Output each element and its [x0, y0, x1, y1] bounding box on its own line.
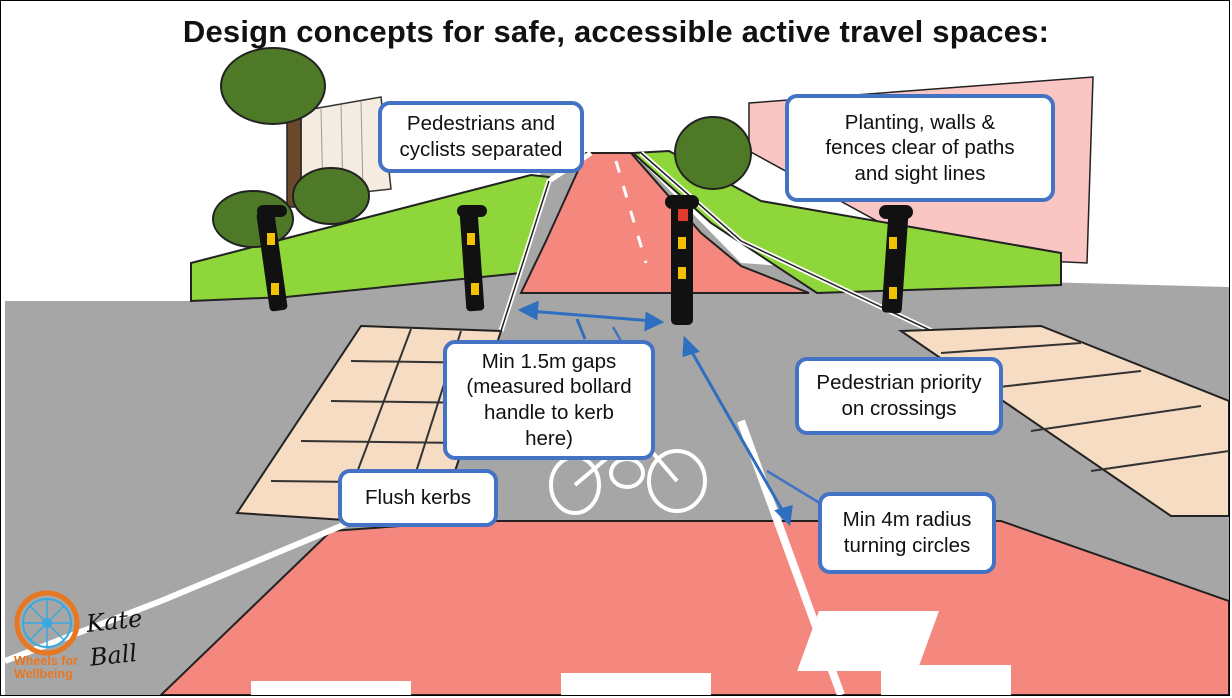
bollard-icon	[256, 205, 288, 312]
logo-text: Wheels for Wellbeing	[14, 654, 78, 681]
callout-separated: Pedestrians and cyclists separated	[378, 101, 584, 173]
callout-radius: Min 4m radius turning circles	[818, 492, 996, 574]
page-title: Design concepts for safe, accessible act…	[182, 14, 1050, 49]
bollard-icon	[457, 205, 487, 312]
cycle-track-far	[519, 152, 810, 294]
callout-planting: Planting, walls & fences clear of paths …	[785, 94, 1055, 202]
cycle-track-near	[159, 520, 1229, 695]
callout-priority: Pedestrian priority on crossings	[795, 357, 1003, 435]
wheel-logo-icon	[14, 590, 80, 656]
radius-dimension-arrow	[682, 335, 793, 527]
artist-signature: Kate Ball	[84, 604, 144, 672]
callout-gaps: Min 1.5m gaps (measured bollard handle t…	[443, 340, 655, 460]
tree-icon	[674, 116, 752, 190]
callout-kerbs: Flush kerbs	[338, 469, 498, 527]
bollard-icon	[879, 205, 913, 314]
bollard-icon	[665, 195, 699, 325]
gap-dimension-arrow	[517, 300, 665, 340]
